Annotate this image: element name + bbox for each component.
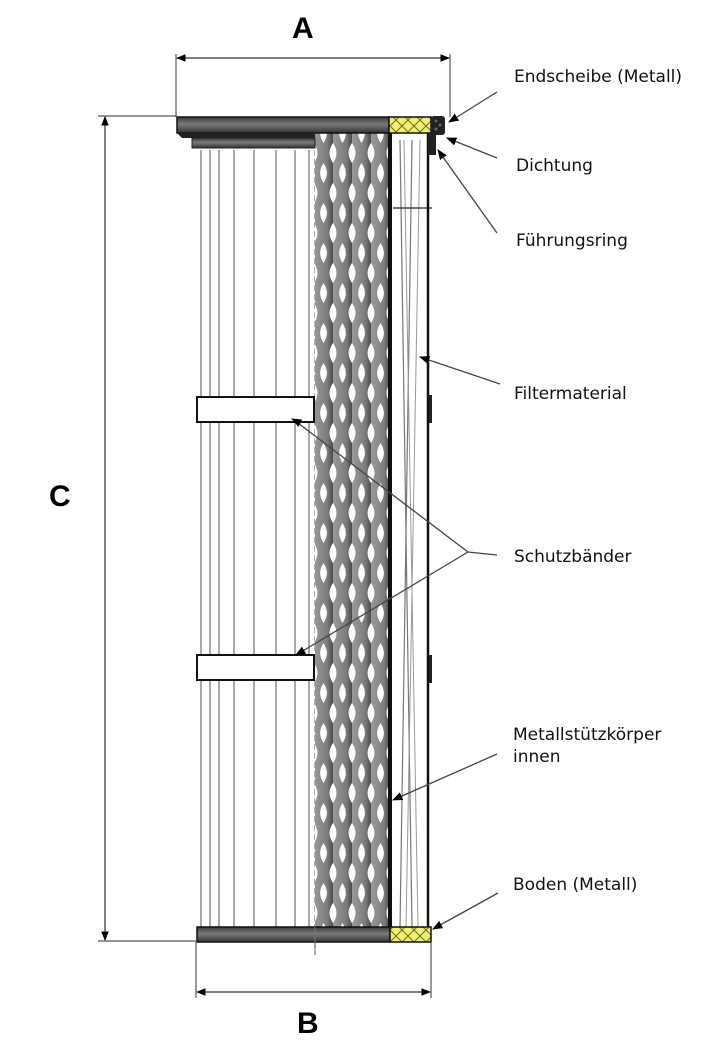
dimension-b-line	[195, 942, 432, 998]
label-filtermaterial: Filtermaterial	[514, 384, 627, 404]
label-endscheibe: Endscheibe (Metall)	[514, 67, 683, 87]
section-view	[393, 132, 432, 930]
leader-endscheibe	[448, 91, 498, 123]
metal-mesh-support	[315, 128, 390, 928]
dimension-a-line	[175, 54, 451, 117]
leader-dichtung	[446, 137, 498, 159]
label-schutzbaender: Schutzbänder	[514, 547, 632, 567]
label-boden: Boden (Metall)	[513, 875, 638, 895]
protective-band-lower	[196, 654, 315, 681]
dimension-a-label: A	[292, 12, 314, 45]
dimension-c-line	[98, 115, 197, 942]
leader-boden	[432, 892, 499, 930]
leader-fuehrungsring	[437, 149, 498, 234]
top-end-cap	[176, 116, 445, 155]
label-dichtung: Dichtung	[516, 156, 593, 176]
label-metallstuetzkoerper: Metallstützkörper innen	[513, 724, 661, 768]
pleated-filter-material	[197, 150, 316, 955]
bottom-end-cap	[196, 926, 432, 955]
dimension-b-label: B	[297, 1007, 319, 1040]
label-metallstuetzkoerper-line1: Metallstützkörper	[513, 725, 662, 745]
dimension-c-label: C	[49, 480, 71, 513]
protective-band-upper	[196, 396, 315, 423]
leader-filtermaterial	[419, 356, 501, 385]
label-metallstuetzkoerper-line2: innen	[513, 747, 561, 767]
leader-metallstuetzkoerper	[392, 753, 498, 801]
label-fuehrungsring: Führungsring	[516, 231, 628, 251]
